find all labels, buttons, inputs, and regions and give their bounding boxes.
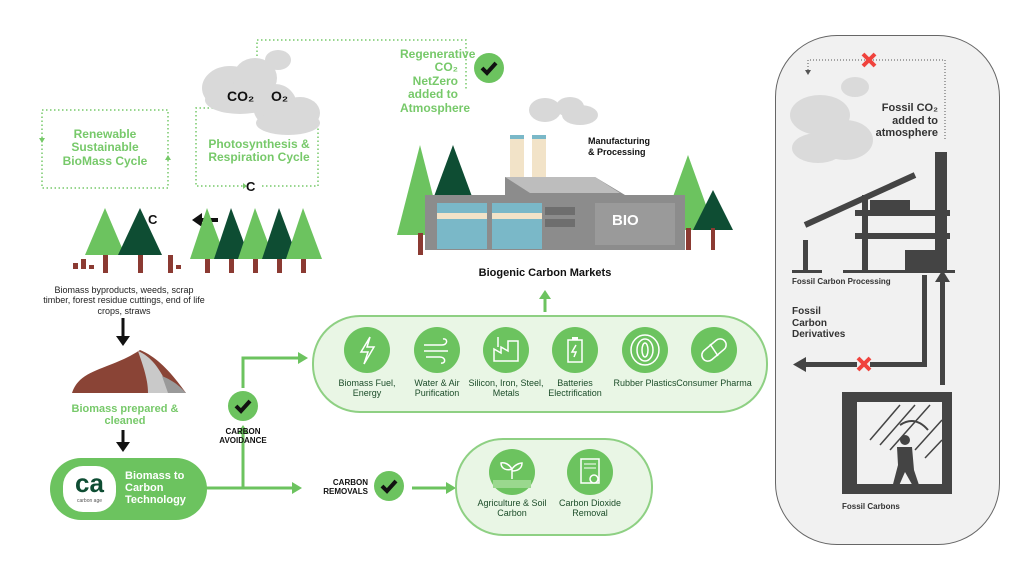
market-label: Biomass Fuel, Energy bbox=[338, 378, 396, 398]
biogenic-carbon-markets-label: Biogenic Carbon Markets bbox=[478, 267, 612, 279]
fossil-carbons-label: Fossil Carbons bbox=[842, 502, 900, 511]
certificate-icon bbox=[567, 449, 613, 495]
trees-left bbox=[73, 208, 181, 273]
derivatives-cross-icon bbox=[856, 356, 872, 372]
battery-icon bbox=[552, 327, 598, 373]
removal-label: Carbon Dioxide Removal bbox=[558, 498, 622, 518]
market-label: Rubber Plastics bbox=[613, 378, 677, 388]
trees-middle bbox=[190, 208, 322, 273]
fossil-derivatives-label: Fossil Carbon Derivatives bbox=[792, 306, 846, 340]
avoidance-check-icon bbox=[228, 391, 258, 421]
sprout-icon bbox=[489, 449, 535, 495]
removals-check-icon bbox=[374, 471, 404, 501]
tire-icon bbox=[622, 327, 668, 373]
removal-label: Agriculture & Soil Carbon bbox=[477, 498, 547, 518]
biomass-prepared-label: Biomass prepared & cleaned bbox=[71, 403, 179, 428]
pill-icon bbox=[691, 327, 737, 373]
cross-icon bbox=[861, 52, 877, 68]
market-label: Silicon, Iron, Steel, Metals bbox=[468, 378, 544, 398]
regenerative-path bbox=[256, 39, 467, 90]
renewable-cycle-label: Renewable Sustainable BioMass Cycle bbox=[62, 127, 148, 168]
manufacturing-label: Manufacturing & Processing bbox=[588, 136, 650, 157]
market-label: Water & Air Purification bbox=[414, 378, 460, 398]
fossil-co2-label: Fossil CO₂ added to atmosphere bbox=[875, 102, 938, 140]
removals-pill bbox=[455, 438, 653, 536]
factory-illustration bbox=[397, 97, 733, 255]
renewable-cycle-border bbox=[41, 109, 169, 189]
biomass-pile bbox=[72, 350, 186, 393]
carbon-c-arrow-label: C bbox=[148, 212, 158, 227]
bio-sign: BIO bbox=[612, 212, 639, 229]
carbon-removals-label: CARBON REMOVALS bbox=[323, 478, 368, 496]
factory-icon bbox=[483, 327, 529, 373]
photosynthesis-cycle-label: Photosynthesis & Respiration Cycle bbox=[208, 137, 310, 165]
market-label: Batteries Electrification bbox=[548, 378, 602, 398]
check-icon bbox=[474, 53, 504, 83]
fossil-processing-label: Fossil Carbon Processing bbox=[792, 277, 891, 286]
regenerative-label: Regenerative CO₂ NetZero added to Atmosp… bbox=[400, 47, 476, 115]
biomass-technology-pill: ca carbon age Biomass to Carbon Technolo… bbox=[50, 458, 207, 520]
biomass-sources-text: Biomass byproducts, weeds, scrap timber,… bbox=[43, 285, 205, 316]
markets-pill bbox=[312, 315, 768, 413]
o2-label: O₂ bbox=[271, 88, 289, 104]
cloud-icon bbox=[202, 50, 320, 135]
wind-icon bbox=[414, 327, 460, 373]
logo-subtext: carbon age bbox=[76, 498, 103, 504]
co2-label: CO₂ bbox=[227, 88, 255, 104]
carbon-c-label: C bbox=[246, 179, 256, 194]
market-label: Consumer Pharma bbox=[676, 378, 752, 388]
lightning-icon bbox=[344, 327, 390, 373]
carbon-avoidance-label: CARBON AVOIDANCE bbox=[219, 427, 267, 445]
carbon-age-logo: ca carbon age bbox=[63, 466, 116, 512]
biomass-technology-label: Biomass to Carbon Technology bbox=[125, 470, 186, 507]
miner-icon bbox=[892, 420, 929, 488]
logo-mark: ca bbox=[75, 468, 104, 498]
